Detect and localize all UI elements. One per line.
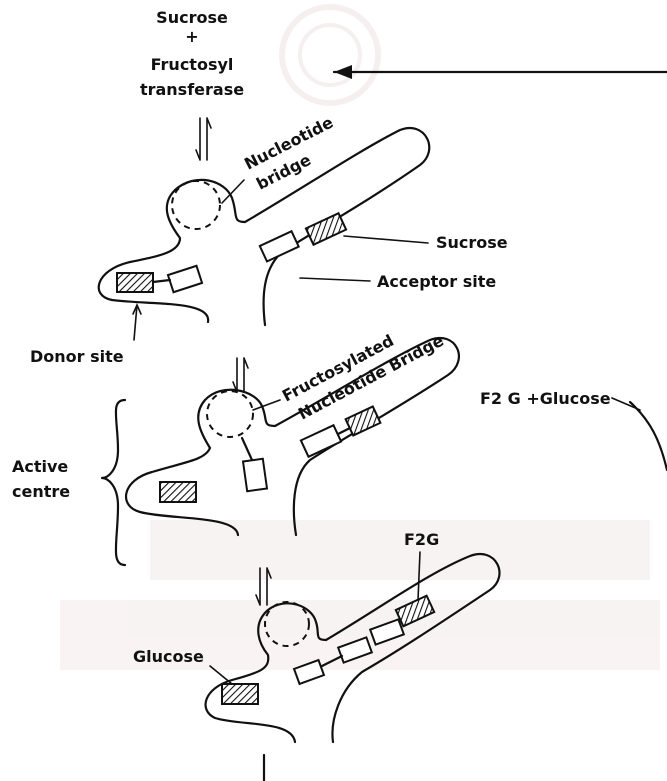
label-glucose: Glucose xyxy=(133,647,204,666)
label-centre: centre xyxy=(12,482,70,501)
start-label: Sucrose + Fructosyl transferase xyxy=(140,8,244,99)
leader-sucrose xyxy=(344,236,428,243)
start-line-sucrose: Sucrose xyxy=(156,8,228,27)
leader-donor-site xyxy=(133,305,141,340)
sucrose-block-1 xyxy=(306,213,346,245)
sucrose-block-2 xyxy=(346,407,381,436)
equilibrium-arrow-2 xyxy=(233,358,248,392)
donor-box-1 xyxy=(168,266,202,292)
label-f2g-glucose: F2 G +Glucose xyxy=(480,389,611,408)
start-line-fructosyl: Fructosyl xyxy=(151,55,234,74)
product-curve xyxy=(630,402,667,470)
start-plus: + xyxy=(185,27,198,46)
donor-block-2 xyxy=(160,482,196,502)
label-donor-site: Donor site xyxy=(30,347,124,366)
return-arrowhead xyxy=(334,65,352,79)
label-acceptor-site: Acceptor site xyxy=(377,272,496,291)
active-centre-brace xyxy=(102,400,125,565)
leader-acceptor-site xyxy=(300,278,370,281)
glucose-block-3 xyxy=(222,684,258,704)
label-active: Active xyxy=(12,457,68,476)
watermark xyxy=(60,7,660,670)
fructosyl-box-2 xyxy=(243,459,267,491)
leader-fructosylated xyxy=(253,400,280,410)
fructosylated-bridge-circle xyxy=(207,391,253,437)
nucleotide-bridge-circle-1 xyxy=(172,181,220,229)
acceptor-box-1 xyxy=(260,231,299,261)
label-f2g: F2G xyxy=(404,530,439,549)
label-sucrose: Sucrose xyxy=(436,233,508,252)
bridge-link-2 xyxy=(242,438,252,460)
start-line-transferase: transferase xyxy=(140,80,244,99)
equilibrium-arrow-1 xyxy=(196,118,211,160)
donor-block-1 xyxy=(117,273,153,292)
